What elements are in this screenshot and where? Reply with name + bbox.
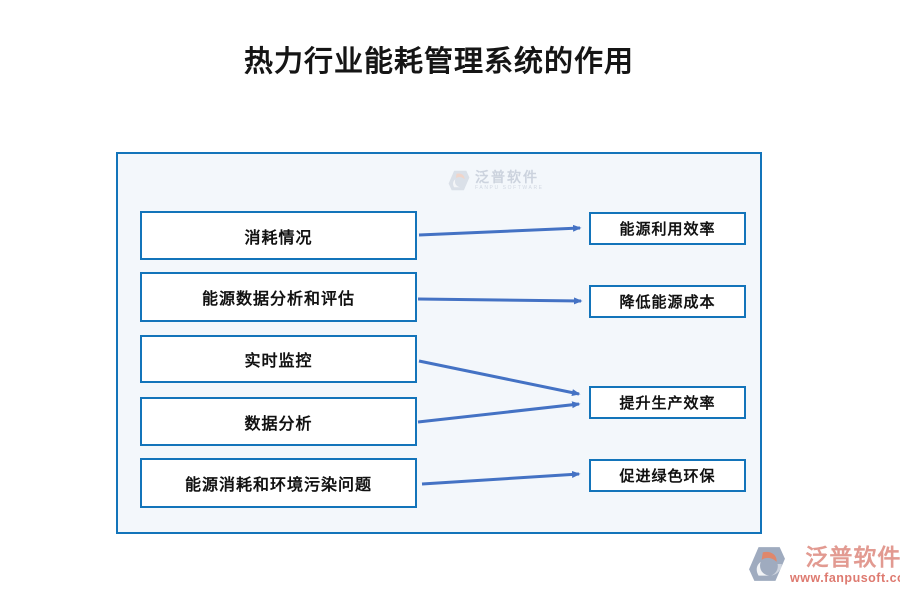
arrow-monitoring-to-productivity: [418, 359, 581, 397]
node-label: 能源消耗和环境污染问题: [184, 477, 372, 494]
arrow-analysis-to-cost: [417, 297, 583, 305]
node-pollution-problem: 能源消耗和环境污染问题: [140, 458, 417, 508]
watermark-footer-url: www.fanpusoft.com: [790, 571, 900, 585]
node-label: 数据分析: [244, 415, 313, 433]
node-energy-efficiency: 能源利用效率: [589, 212, 746, 245]
node-productivity: 提升生产效率: [589, 386, 746, 419]
watermark-footer: 泛普软件 www.fanpusoft.com: [748, 546, 900, 585]
node-label: 能源利用效率: [619, 221, 716, 238]
node-data-analysis: 数据分析: [140, 397, 417, 446]
arrow-pollution-to-green: [421, 470, 581, 486]
watermark-center-brand: 泛普软件: [475, 169, 539, 185]
watermark-footer-brand: 泛普软件: [805, 544, 900, 570]
diagram-title: 热力行业能耗管理系统的作用: [243, 44, 634, 78]
node-label: 消耗情况: [244, 229, 313, 247]
watermark-center-subtitle: FANPU SOFTWARE: [475, 185, 544, 191]
node-green-environment: 促进绿色环保: [589, 459, 746, 492]
node-realtime-monitoring: 实时监控: [140, 335, 417, 383]
fanpu-logo-icon: [749, 547, 785, 581]
node-consumption-status: 消耗情况: [140, 211, 417, 260]
node-energy-data-analysis: 能源数据分析和评估: [140, 272, 417, 322]
node-lower-cost: 降低能源成本: [589, 285, 746, 318]
node-label: 提升生产效率: [619, 395, 716, 412]
arrow-dataanalysis-to-productivity: [417, 401, 581, 424]
watermark-center: 泛普软件 FANPU SOFTWARE: [448, 170, 544, 191]
node-label: 降低能源成本: [619, 294, 716, 311]
arrow-consumption-to-efficiency: [418, 224, 582, 237]
node-label: 实时监控: [244, 353, 313, 370]
diagram-panel: 消耗情况 能源数据分析和评估 实时监控 数据分析 能源消耗和环境污染问题 能源利…: [116, 152, 762, 534]
node-label: 能源数据分析和评估: [201, 291, 355, 308]
fanpu-logo-icon: [448, 170, 470, 191]
node-label: 促进绿色环保: [619, 468, 716, 485]
